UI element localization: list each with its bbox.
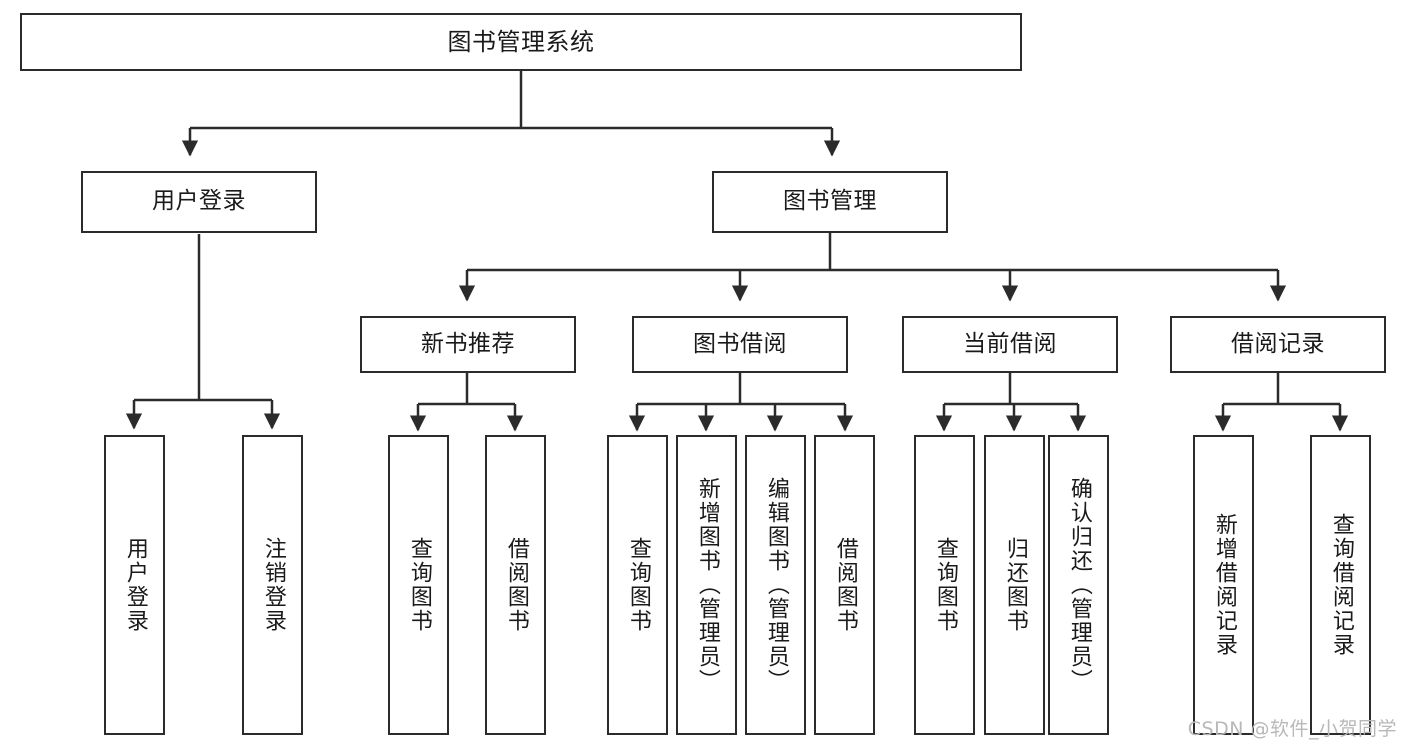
leaf-edit-book-admin[interactable]: 编辑图书（管理员） — [745, 435, 806, 735]
node-label: 图书管理 — [783, 188, 877, 215]
node-label: 新增借阅记录 — [1211, 513, 1237, 657]
leaf-borrow-book[interactable]: 借阅图书 — [814, 435, 875, 735]
node-label: 图书管理系统 — [447, 27, 595, 56]
node-new-book-recommend[interactable]: 新书推荐 — [360, 316, 576, 373]
leaf-query-book-current[interactable]: 查询图书 — [914, 435, 975, 735]
leaf-add-borrow-record[interactable]: 新增借阅记录 — [1193, 435, 1254, 735]
node-label: 注销登录 — [260, 537, 286, 633]
leaf-query-book-recommend[interactable]: 查询图书 — [388, 435, 449, 735]
node-book-manage[interactable]: 图书管理 — [712, 171, 948, 233]
node-label: 确认归还（管理员） — [1066, 477, 1092, 693]
node-user-login[interactable]: 用户登录 — [81, 171, 317, 233]
leaf-user-login[interactable]: 用户登录 — [104, 435, 165, 735]
node-label: 编辑图书（管理员） — [763, 477, 789, 693]
leaf-query-borrow-record[interactable]: 查询借阅记录 — [1310, 435, 1371, 735]
node-label: 图书借阅 — [693, 330, 787, 357]
node-label: 查询图书 — [932, 537, 958, 633]
node-current-borrow[interactable]: 当前借阅 — [902, 316, 1118, 373]
leaf-borrow-book-recommend[interactable]: 借阅图书 — [485, 435, 546, 735]
node-label: 借阅图书 — [832, 537, 858, 633]
node-label: 查询借阅记录 — [1328, 513, 1354, 657]
csdn-watermark: CSDN @软件_小贺同学 — [1187, 718, 1397, 740]
node-label: 当前借阅 — [963, 330, 1057, 357]
node-label: 用户登录 — [122, 537, 148, 633]
node-label: 借阅图书 — [503, 537, 529, 633]
node-book-borrow[interactable]: 图书借阅 — [632, 316, 848, 373]
leaf-return-book[interactable]: 归还图书 — [984, 435, 1045, 735]
node-label: 查询图书 — [625, 537, 651, 633]
node-label: 查询图书 — [406, 537, 432, 633]
node-label: 用户登录 — [152, 188, 246, 215]
leaf-confirm-return-admin[interactable]: 确认归还（管理员） — [1048, 435, 1109, 735]
node-borrow-record[interactable]: 借阅记录 — [1170, 316, 1386, 373]
leaf-logout[interactable]: 注销登录 — [242, 435, 303, 735]
node-label: 归还图书 — [1002, 537, 1028, 633]
node-label: 新书推荐 — [421, 330, 515, 357]
node-label: 新增图书（管理员） — [694, 477, 720, 693]
leaf-query-book-borrow[interactable]: 查询图书 — [607, 435, 668, 735]
node-root-system[interactable]: 图书管理系统 — [20, 13, 1022, 71]
node-label: 借阅记录 — [1231, 330, 1325, 357]
leaf-add-book-admin[interactable]: 新增图书（管理员） — [676, 435, 737, 735]
